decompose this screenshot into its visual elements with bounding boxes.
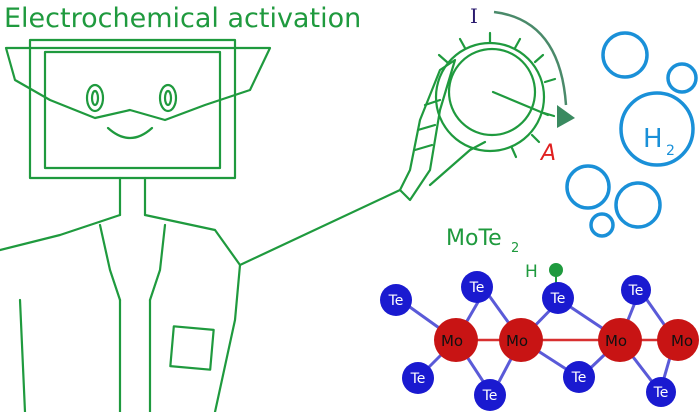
- hydrogen-bubbles: H 2: [565, 31, 698, 238]
- te-atom-label: Te: [469, 280, 485, 296]
- te-atom-label: Te: [628, 283, 644, 299]
- arrow-head-icon: [557, 105, 575, 128]
- material-subscript: 2: [511, 241, 519, 256]
- te-atom-label: Te: [388, 293, 404, 309]
- pocket: [169, 325, 215, 371]
- te-atom-label: Te: [550, 291, 566, 307]
- te-atom-label: Te: [653, 385, 669, 401]
- title: Electrochemical activation: [4, 3, 361, 34]
- smile: [106, 126, 154, 140]
- mo-atom-label: Mo: [671, 332, 693, 350]
- h2-label: H: [643, 124, 663, 154]
- te-atom-label: Te: [482, 388, 498, 404]
- dial-end-label: A: [539, 141, 556, 166]
- mo-atom-label: Mo: [441, 332, 463, 350]
- h2-subscript: 2: [666, 143, 675, 159]
- te-atom-label: Te: [571, 370, 587, 386]
- mo-atom-label: Mo: [506, 332, 528, 350]
- material-label: MoTe: [446, 226, 502, 251]
- hydrogen-atom: [549, 263, 563, 277]
- dial: I A: [434, 4, 575, 166]
- te-atom-label: Te: [410, 371, 426, 387]
- hydrogen-label: H: [525, 262, 538, 282]
- right-eye: [158, 83, 178, 113]
- dial-needle: [491, 90, 550, 117]
- arrow-arc: [493, 10, 568, 106]
- left-eye: [85, 83, 105, 113]
- mote2-structure: H Mo Mo Mo Mo Te Te Te Te Te Te Te Te: [380, 262, 699, 411]
- mo-atom-label: Mo: [605, 332, 627, 350]
- scientist-figure: [0, 38, 487, 412]
- dial-start-label: I: [470, 4, 478, 28]
